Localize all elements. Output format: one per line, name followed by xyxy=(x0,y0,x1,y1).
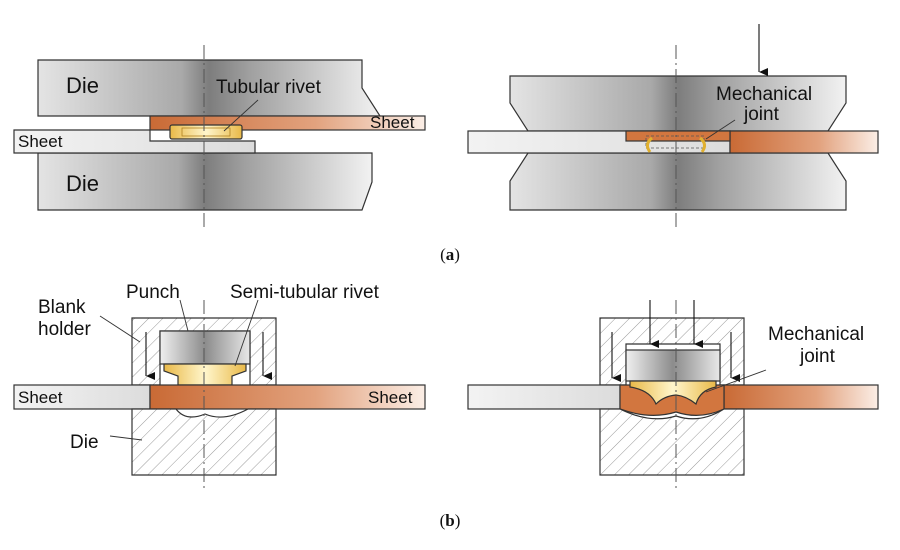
panel-a-right: Mechanical joint xyxy=(467,24,879,228)
sheet-right-b xyxy=(149,384,426,410)
upper-die xyxy=(37,59,382,117)
caption-b: (b) xyxy=(440,511,461,530)
punch-label: Punch xyxy=(126,282,180,303)
holder-label: holder xyxy=(38,319,91,340)
tubular-rivet-core xyxy=(181,127,231,137)
punch xyxy=(159,330,251,365)
blank-holder-leader xyxy=(99,315,141,343)
joined-sheet-copper xyxy=(729,130,879,154)
punch-joined xyxy=(625,349,721,382)
sheet-right-joined xyxy=(723,384,879,410)
tubular-rivet-label: Tubular rivet xyxy=(216,77,322,98)
die-bottom-label: Die xyxy=(66,171,99,196)
caption-a: (a) xyxy=(440,245,460,264)
punch-leader xyxy=(179,299,189,332)
semi-tubular-rivet xyxy=(163,363,247,386)
die-b-label: Die xyxy=(70,432,99,453)
mechanical-joint-b-label-2: joint xyxy=(799,346,836,367)
panel-a-left: Die Die Tubular rivet Sheet Sheet xyxy=(13,45,426,228)
sheet-left-b xyxy=(13,384,151,410)
mechanical-joint-b-label-1: Mechanical xyxy=(768,324,864,345)
joint-leader-b xyxy=(705,369,767,393)
sheet-left-label: Sheet xyxy=(18,132,63,151)
semi-tubular-rivet-label: Semi-tubular rivet xyxy=(230,282,380,303)
sheet-left-b-label: Sheet xyxy=(18,388,63,407)
lower-die-joined xyxy=(509,152,847,211)
blank-label: Blank xyxy=(38,297,86,318)
sheet-right-b-label: Sheet xyxy=(368,388,413,407)
rivet-leader-b xyxy=(234,299,259,367)
flared-rivet-right xyxy=(699,136,707,153)
panel-b-right: Mechanical joint xyxy=(467,300,879,490)
flared-semi-tubular-rivet xyxy=(629,380,717,406)
joint-leader xyxy=(705,119,736,140)
die-joined xyxy=(599,408,745,476)
sheet-left-joined xyxy=(467,384,621,410)
tubular-rivet xyxy=(169,124,243,140)
mechanical-joint-label-2: joint xyxy=(743,104,780,125)
panel-b-left: Punch Semi-tubular rivet Blank holder Sh… xyxy=(13,282,426,490)
rivet-leader xyxy=(223,99,259,132)
mechanical-joint-label-1: Mechanical xyxy=(716,84,812,105)
sheet-right-label: Sheet xyxy=(370,113,415,132)
flared-rivet-left xyxy=(645,136,653,153)
die-top-label: Die xyxy=(66,73,99,98)
die-leader xyxy=(109,435,143,441)
die-b xyxy=(131,408,277,476)
lower-die xyxy=(37,152,373,211)
